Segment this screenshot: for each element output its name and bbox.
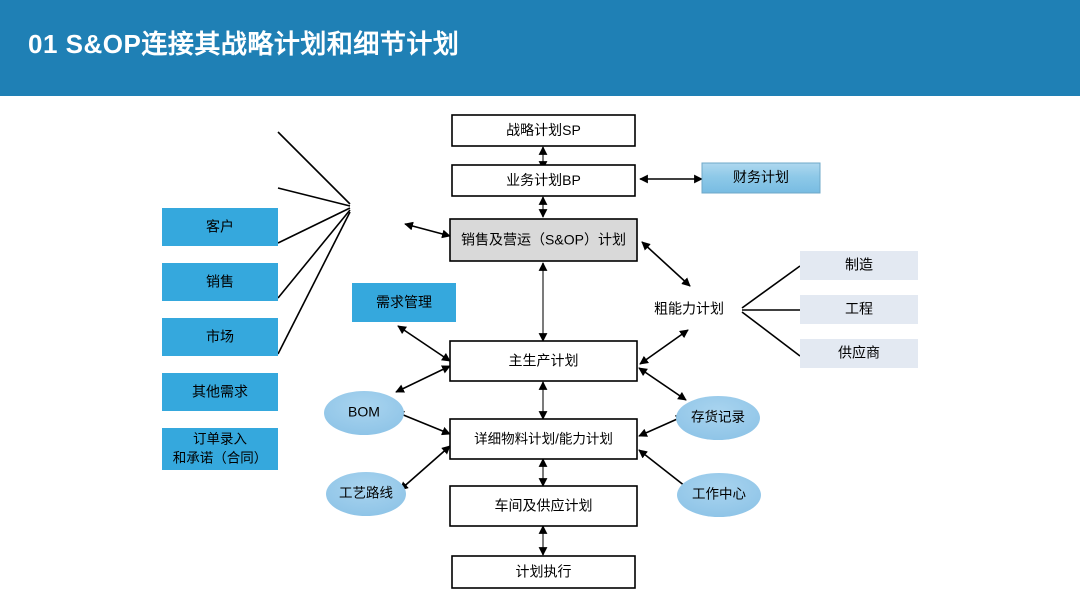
node-inventory-record-label: 存货记录 (691, 409, 745, 425)
node-routing-label: 工艺路线 (339, 486, 393, 501)
node-strategic-plan[interactable]: 战略计划SP (451, 114, 636, 147)
node-rough-capacity-plan-label: 粗能力计划 (654, 301, 724, 317)
edge-bom-detail (395, 410, 451, 436)
node-plan-execution-label: 计划执行 (516, 564, 572, 580)
node-customer[interactable]: 客户 (162, 208, 278, 246)
edge-rcp-mps (639, 329, 689, 365)
node-order-entry[interactable]: 订单录入 和承诺（合同） (162, 428, 278, 470)
node-demand-management[interactable]: 需求管理 (352, 283, 456, 322)
node-market-label: 市场 (206, 329, 234, 345)
node-other-demand[interactable]: 其他需求 (162, 373, 278, 411)
node-sales[interactable]: 销售 (162, 263, 278, 301)
node-detailed-material-capacity-plan[interactable]: 详细物料计划/能力计划 (449, 418, 638, 460)
edge-order-entry-to-demand (277, 211, 351, 355)
node-order-entry-label-line1: 订单录入 (193, 432, 247, 447)
edge-sop-rcp (641, 241, 691, 287)
edge-other-demand-to-demand (277, 209, 351, 299)
node-sales-label: 销售 (206, 274, 234, 290)
sop-flow-diagram: 战略计划SP 业务计划BP 销售及营运（S&OP）计划 主生产计划 详细物料计划 (0, 96, 1080, 596)
node-detailed-material-capacity-plan-label: 详细物料计划/能力计划 (474, 432, 613, 447)
node-strategic-plan-label: 战略计划SP (506, 122, 581, 138)
edge-bom-mps (395, 365, 451, 393)
node-plan-execution[interactable]: 计划执行 (451, 555, 636, 589)
node-inventory-record[interactable]: 存货记录 (676, 396, 760, 440)
node-bom[interactable]: BOM (324, 391, 404, 435)
edge-rcp-to-manufacturing (741, 265, 801, 309)
node-master-production-plan[interactable]: 主生产计划 (449, 340, 638, 382)
node-shop-supply-plan-label: 车间及供应计划 (495, 498, 593, 514)
node-sop-plan[interactable]: 销售及营运（S&OP）计划 (449, 218, 638, 262)
node-supplier[interactable]: 供应商 (800, 339, 918, 368)
node-routing[interactable]: 工艺路线 (326, 472, 406, 516)
page-title: 01 S&OP连接其战略计划和细节计划 (28, 29, 460, 59)
edge-demand-mps (397, 325, 451, 362)
ellipses-group: BOM 工艺路线 存货记录 工作中心 (324, 391, 761, 517)
node-engineering[interactable]: 工程 (800, 295, 918, 324)
edge-mps-inventory (638, 367, 687, 401)
node-shop-supply-plan[interactable]: 车间及供应计划 (449, 485, 638, 527)
node-finance-plan[interactable]: 财务计划 (701, 162, 821, 194)
node-customer-label: 客户 (206, 219, 234, 235)
node-bom-label: BOM (348, 404, 380, 420)
edge-detail-workcenter (638, 449, 691, 491)
slide-header-bar: 01 S&OP连接其战略计划和细节计划 (0, 0, 1080, 96)
node-work-center-label: 工作中心 (692, 487, 746, 502)
node-manufacturing[interactable]: 制造 (800, 251, 918, 280)
edge-sales-to-demand (277, 187, 351, 207)
node-master-production-plan-label: 主生产计划 (509, 353, 579, 369)
edge-routing-detail (399, 445, 451, 491)
connector-lines (277, 131, 801, 556)
node-work-center[interactable]: 工作中心 (677, 473, 761, 517)
node-engineering-label: 工程 (845, 301, 873, 317)
edge-customer-to-demand (277, 131, 351, 205)
node-demand-management-label: 需求管理 (376, 294, 432, 310)
edge-rcp-to-supplier (741, 311, 801, 357)
node-sop-plan-label: 销售及营运（S&OP）计划 (461, 232, 626, 248)
node-finance-plan-label: 财务计划 (733, 169, 789, 185)
node-other-demand-label: 其他需求 (192, 384, 248, 400)
node-supplier-label: 供应商 (838, 345, 880, 361)
edge-market-to-demand (277, 207, 351, 244)
node-business-plan-label: 业务计划BP (506, 172, 581, 188)
demand-inputs-group: 客户 销售 市场 其他需求 订单录入 和承诺（合同） (162, 208, 278, 470)
node-rough-capacity-plan: 粗能力计划 (654, 301, 724, 317)
plan-chain-group: 战略计划SP 业务计划BP 销售及营运（S&OP）计划 主生产计划 详细物料计划 (449, 114, 638, 589)
node-manufacturing-label: 制造 (845, 257, 873, 273)
resources-group: 制造 工程 供应商 (800, 251, 918, 368)
node-market[interactable]: 市场 (162, 318, 278, 356)
node-order-entry-label-line2: 和承诺（合同） (173, 451, 268, 466)
node-business-plan[interactable]: 业务计划BP (451, 164, 636, 197)
edge-demand-sop (404, 221, 451, 239)
